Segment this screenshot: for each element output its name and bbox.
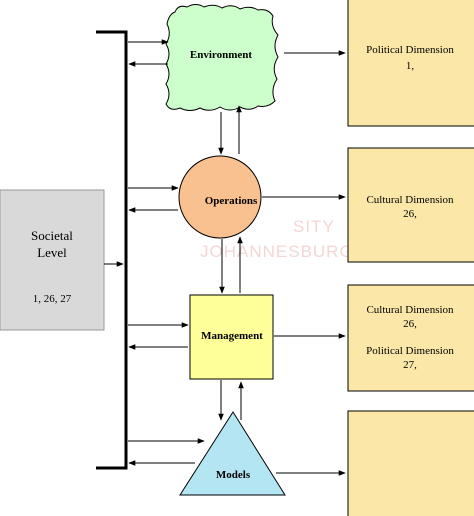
operations-label: Operations [205, 195, 258, 207]
dimension-box-3-line3: Political Dimension [366, 345, 454, 357]
dimension-box-2-line1: Cultural Dimension [366, 194, 454, 206]
environment-label: Environment [190, 49, 252, 61]
models-label: Models [216, 469, 251, 481]
societal-title-line1: Societal [31, 228, 73, 243]
dimension-box-3-line4: 27, [403, 359, 417, 371]
dimension-box-1-line1: Political Dimension [366, 44, 454, 56]
dimension-box-1-line2: 1, [406, 60, 415, 72]
watermark-line1: SITY [293, 217, 335, 236]
management-label: Management [201, 330, 263, 342]
operations-node: Operations [178, 155, 262, 239]
dimension-box-3-line2: 26, [403, 318, 417, 330]
bus-bracket [96, 30, 128, 470]
environment-node: Environment [165, 4, 279, 111]
watermark: SITY JOHANNESBURG [200, 217, 354, 261]
societal-dimensions: 1, 26, 27 [33, 293, 72, 305]
societal-title-line2: Level [37, 245, 67, 260]
dimension-box-1: Political Dimension 1, [347, 0, 474, 127]
dimension-box-3: Cultural Dimension 26, Political Dimensi… [347, 284, 474, 392]
watermark-line2: JOHANNESBURG [200, 242, 354, 261]
dimension-box-3-line1: Cultural Dimension [366, 304, 454, 316]
models-node: Models [179, 411, 286, 496]
dimension-box-2: Cultural Dimension 26, [347, 147, 474, 263]
dimension-box-4 [347, 410, 474, 516]
societal-level-box: Societal Level 1, 26, 27 [0, 189, 105, 331]
dimension-box-2-line2: 26, [403, 208, 417, 220]
management-node: Management [189, 294, 274, 380]
